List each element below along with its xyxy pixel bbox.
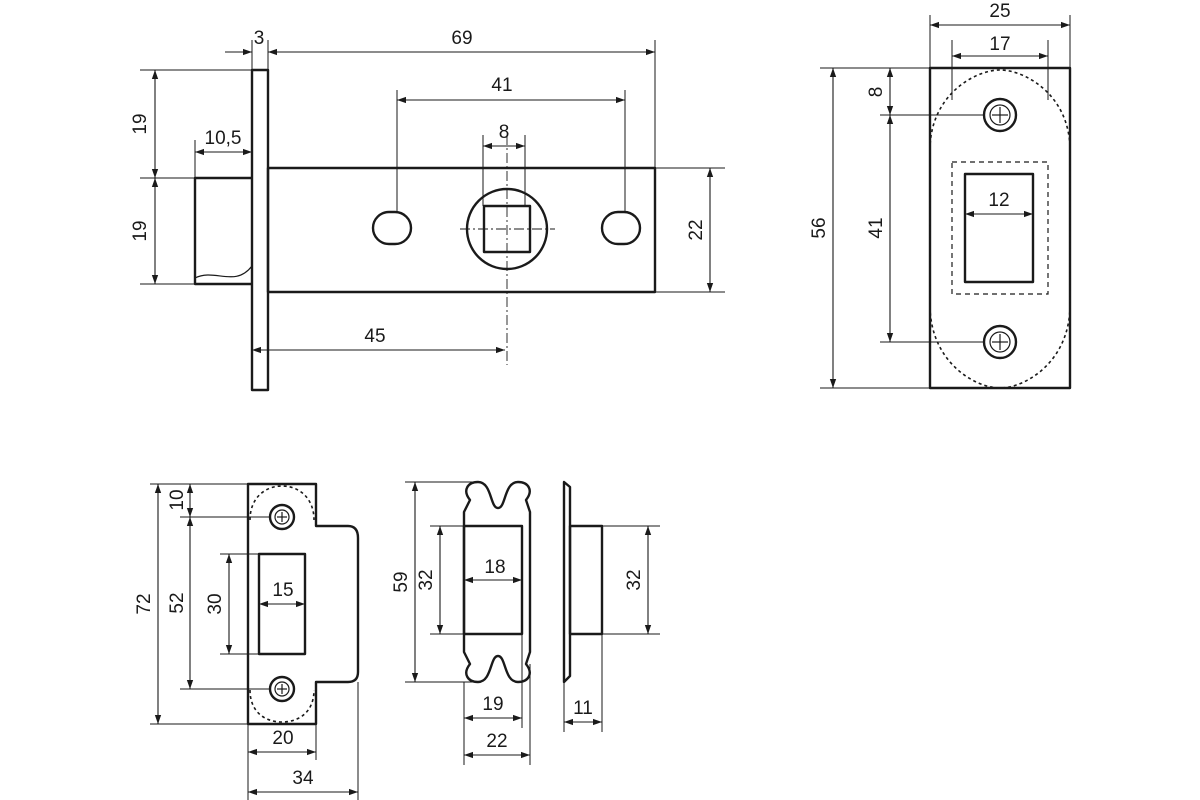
latch-faceplate — [250, 68, 270, 392]
mounting-slot-left — [371, 210, 413, 246]
label-bolt-projection: 10,5 — [205, 128, 242, 149]
label-side-depth: 11 — [573, 698, 593, 719]
strike-plate-outline — [246, 482, 360, 726]
latch-case — [266, 166, 657, 294]
label-height-total: 56 — [809, 217, 830, 238]
label-case-height: 22 — [686, 219, 707, 240]
latch-side-view — [193, 68, 657, 392]
label-box-pocket-h: 32 — [416, 569, 437, 590]
label-strike-top: 10 — [167, 489, 188, 510]
label-box-pocket-w: 18 — [484, 557, 505, 578]
strike-hole-bottom-inner — [274, 681, 290, 697]
label-lower-height: 19 — [130, 220, 151, 241]
mounting-slot-right — [600, 210, 642, 246]
strike-side-box — [568, 524, 604, 636]
label-backset-total: 69 — [451, 28, 472, 49]
latch-bolt-curve — [194, 265, 253, 279]
label-plate-thickness: 3 — [254, 28, 265, 49]
strike-box-outline — [462, 480, 532, 684]
label-width-outer: 25 — [989, 1, 1010, 22]
label-strike-opening-w: 15 — [272, 580, 293, 601]
label-spindle: 8 — [499, 122, 510, 143]
label-hole-spacing: 41 — [491, 75, 512, 96]
strike-plate-rounded-edge — [249, 485, 315, 723]
screw-hole-top-inner — [989, 104, 1011, 126]
strike-box-side-dimensions: 32 11 — [563, 525, 660, 732]
latch-side-dimensions: 3 69 41 8 10,5 19 19 22 45 — [130, 28, 725, 354]
strike-plate-dimensions: 10 52 72 30 15 20 34 — [134, 483, 359, 800]
label-bolt-window: 12 — [988, 190, 1009, 211]
strike-side-plate — [562, 480, 572, 684]
label-strike-opening-h: 30 — [205, 593, 226, 614]
label-strike-plate-w: 20 — [272, 728, 293, 749]
label-backset-spindle: 45 — [364, 326, 385, 347]
bolt-window-dashed — [951, 161, 1049, 295]
label-side-box-h: 32 — [624, 569, 645, 590]
label-width-holes: 17 — [989, 34, 1010, 55]
latch-bolt — [193, 176, 252, 286]
label-box-outer-w: 22 — [486, 731, 507, 752]
faceplate-front-view — [928, 66, 1072, 390]
screw-hole-bottom-inner — [989, 331, 1011, 353]
label-top-to-hole: 8 — [866, 87, 887, 98]
strike-hole-top-inner — [274, 509, 290, 525]
strike-box-side-view — [562, 480, 604, 684]
label-strike-holes: 52 — [167, 592, 188, 613]
faceplate-rounded-outline — [929, 69, 1071, 389]
label-box-inner-w: 19 — [482, 694, 503, 715]
faceplate-dimensions: 25 17 8 41 56 12 — [809, 1, 1071, 389]
strike-box-front-dimensions: 59 32 18 19 22 — [391, 481, 531, 765]
label-strike-height: 72 — [134, 593, 155, 614]
strike-box-front-view — [462, 480, 532, 684]
label-box-height: 59 — [391, 571, 412, 592]
label-hole-spacing-face: 41 — [866, 217, 887, 238]
label-strike-total-w: 34 — [292, 768, 314, 789]
label-upper-height: 19 — [130, 113, 151, 134]
bolt-window — [963, 172, 1035, 284]
